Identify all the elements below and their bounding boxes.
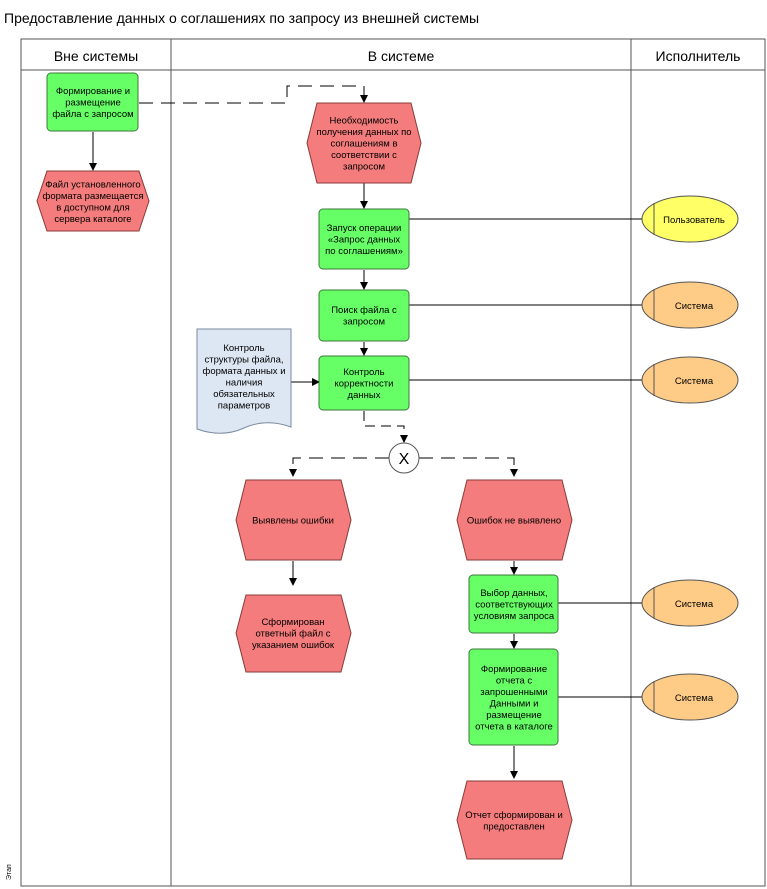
role-system-control-label: Система [675,376,714,387]
label-line: соответствии с [331,150,397,161]
swimlane-frame [20,38,766,887]
label-line: данных [348,390,381,401]
role-system-report[interactable]: Система [641,673,739,721]
role-system-report-label: Система [675,693,714,704]
function-select-data[interactable] [468,574,559,634]
event-no-errors-label: Ошибок не выявлено [467,516,561,527]
event-data-needed[interactable] [306,102,422,184]
label-line: запросом [343,316,385,327]
label-line: запросом [343,162,385,173]
label-line: по соглашениям» [325,246,403,257]
event-report-done[interactable] [456,780,573,860]
role-system-search-label: Система [675,301,714,312]
label-line: получения данных по [316,127,411,138]
side-label: Этап [6,864,13,880]
label-line: соответствующих [475,600,553,611]
label-line: Необходимость [330,116,399,127]
label-line: Выявлены ошибки [252,516,334,527]
document-control-rules[interactable] [196,328,292,434]
label-line: отчета с [496,675,533,686]
label-line: Поиск файла с [331,305,397,316]
function-start-operation[interactable] [318,208,410,270]
label-line: «Запрос данных [328,235,401,246]
label-line: Контроль [343,367,384,378]
label-line: структуры файла, [204,354,283,365]
label-line: сервера каталоге [54,214,131,225]
label-line: соглашениям в [330,139,397,150]
function-outside-file[interactable] [46,72,139,132]
diagram-title: Предоставление данных о соглашениях по з… [4,10,480,26]
label-line: в доступном для [56,202,130,213]
event-file-placed[interactable] [36,170,150,232]
role-system-select-label: Система [675,599,714,610]
label-line: размещение [65,98,120,109]
role-system-search[interactable]: Система [641,281,739,329]
label-line: Ошибок не выявлено [467,516,561,527]
role-system-select[interactable]: Система [641,579,739,627]
label-line: параметров [218,400,270,411]
label-line: наличия [226,377,263,388]
label-line: Формирование [481,664,547,675]
label-line: Запуск операции [327,223,402,234]
label-line: Отчет сформирован и [465,810,563,821]
lane-title-system: В системе [368,48,435,64]
event-errors-found-label: Выявлены ошибки [252,516,334,527]
function-control-data[interactable] [318,355,410,411]
function-search-file[interactable] [318,289,410,342]
xor-gateway-label: X [399,451,410,468]
connector [289,457,389,477]
label-line: Формирование и [56,86,130,97]
function-build-report[interactable] [468,648,559,746]
event-errors-found[interactable] [235,479,352,561]
label-line: Файл установленного [45,179,140,190]
xor-gateway[interactable] [388,442,420,474]
role-user[interactable]: Пользователь [641,195,739,243]
connector [419,457,518,477]
label-line: обязательных [213,389,275,400]
label-line: размещение [486,710,541,721]
label-line: отчета в каталоге [475,721,553,732]
connector [139,85,368,104]
label-line: указанием ошибок [252,640,335,651]
label-line: запрошенными [480,687,547,698]
label-line: файла с запросом [52,109,133,120]
role-system-control[interactable]: Система [641,356,739,404]
label-line: условиям запроса [474,611,555,622]
lane-title-outside: Вне системы [54,48,138,64]
label-line: Данными и [490,698,539,709]
label-line: предоставлен [483,821,545,832]
label-line: формата данных и [203,366,286,377]
lane-title-executor: Исполнитель [656,48,741,64]
event-no-errors[interactable] [456,479,573,561]
label-line: Контроль [223,343,264,354]
event-answer-file[interactable] [235,594,352,673]
label-line: корректности [335,379,394,390]
label-line: ответный файл с [255,629,330,640]
label-line: Выбор данных, [480,588,547,599]
connector [363,411,408,443]
label-line: Сформирован [261,617,324,628]
label-line: формата размещается [43,191,144,202]
role-user-label: Пользователь [663,215,725,226]
